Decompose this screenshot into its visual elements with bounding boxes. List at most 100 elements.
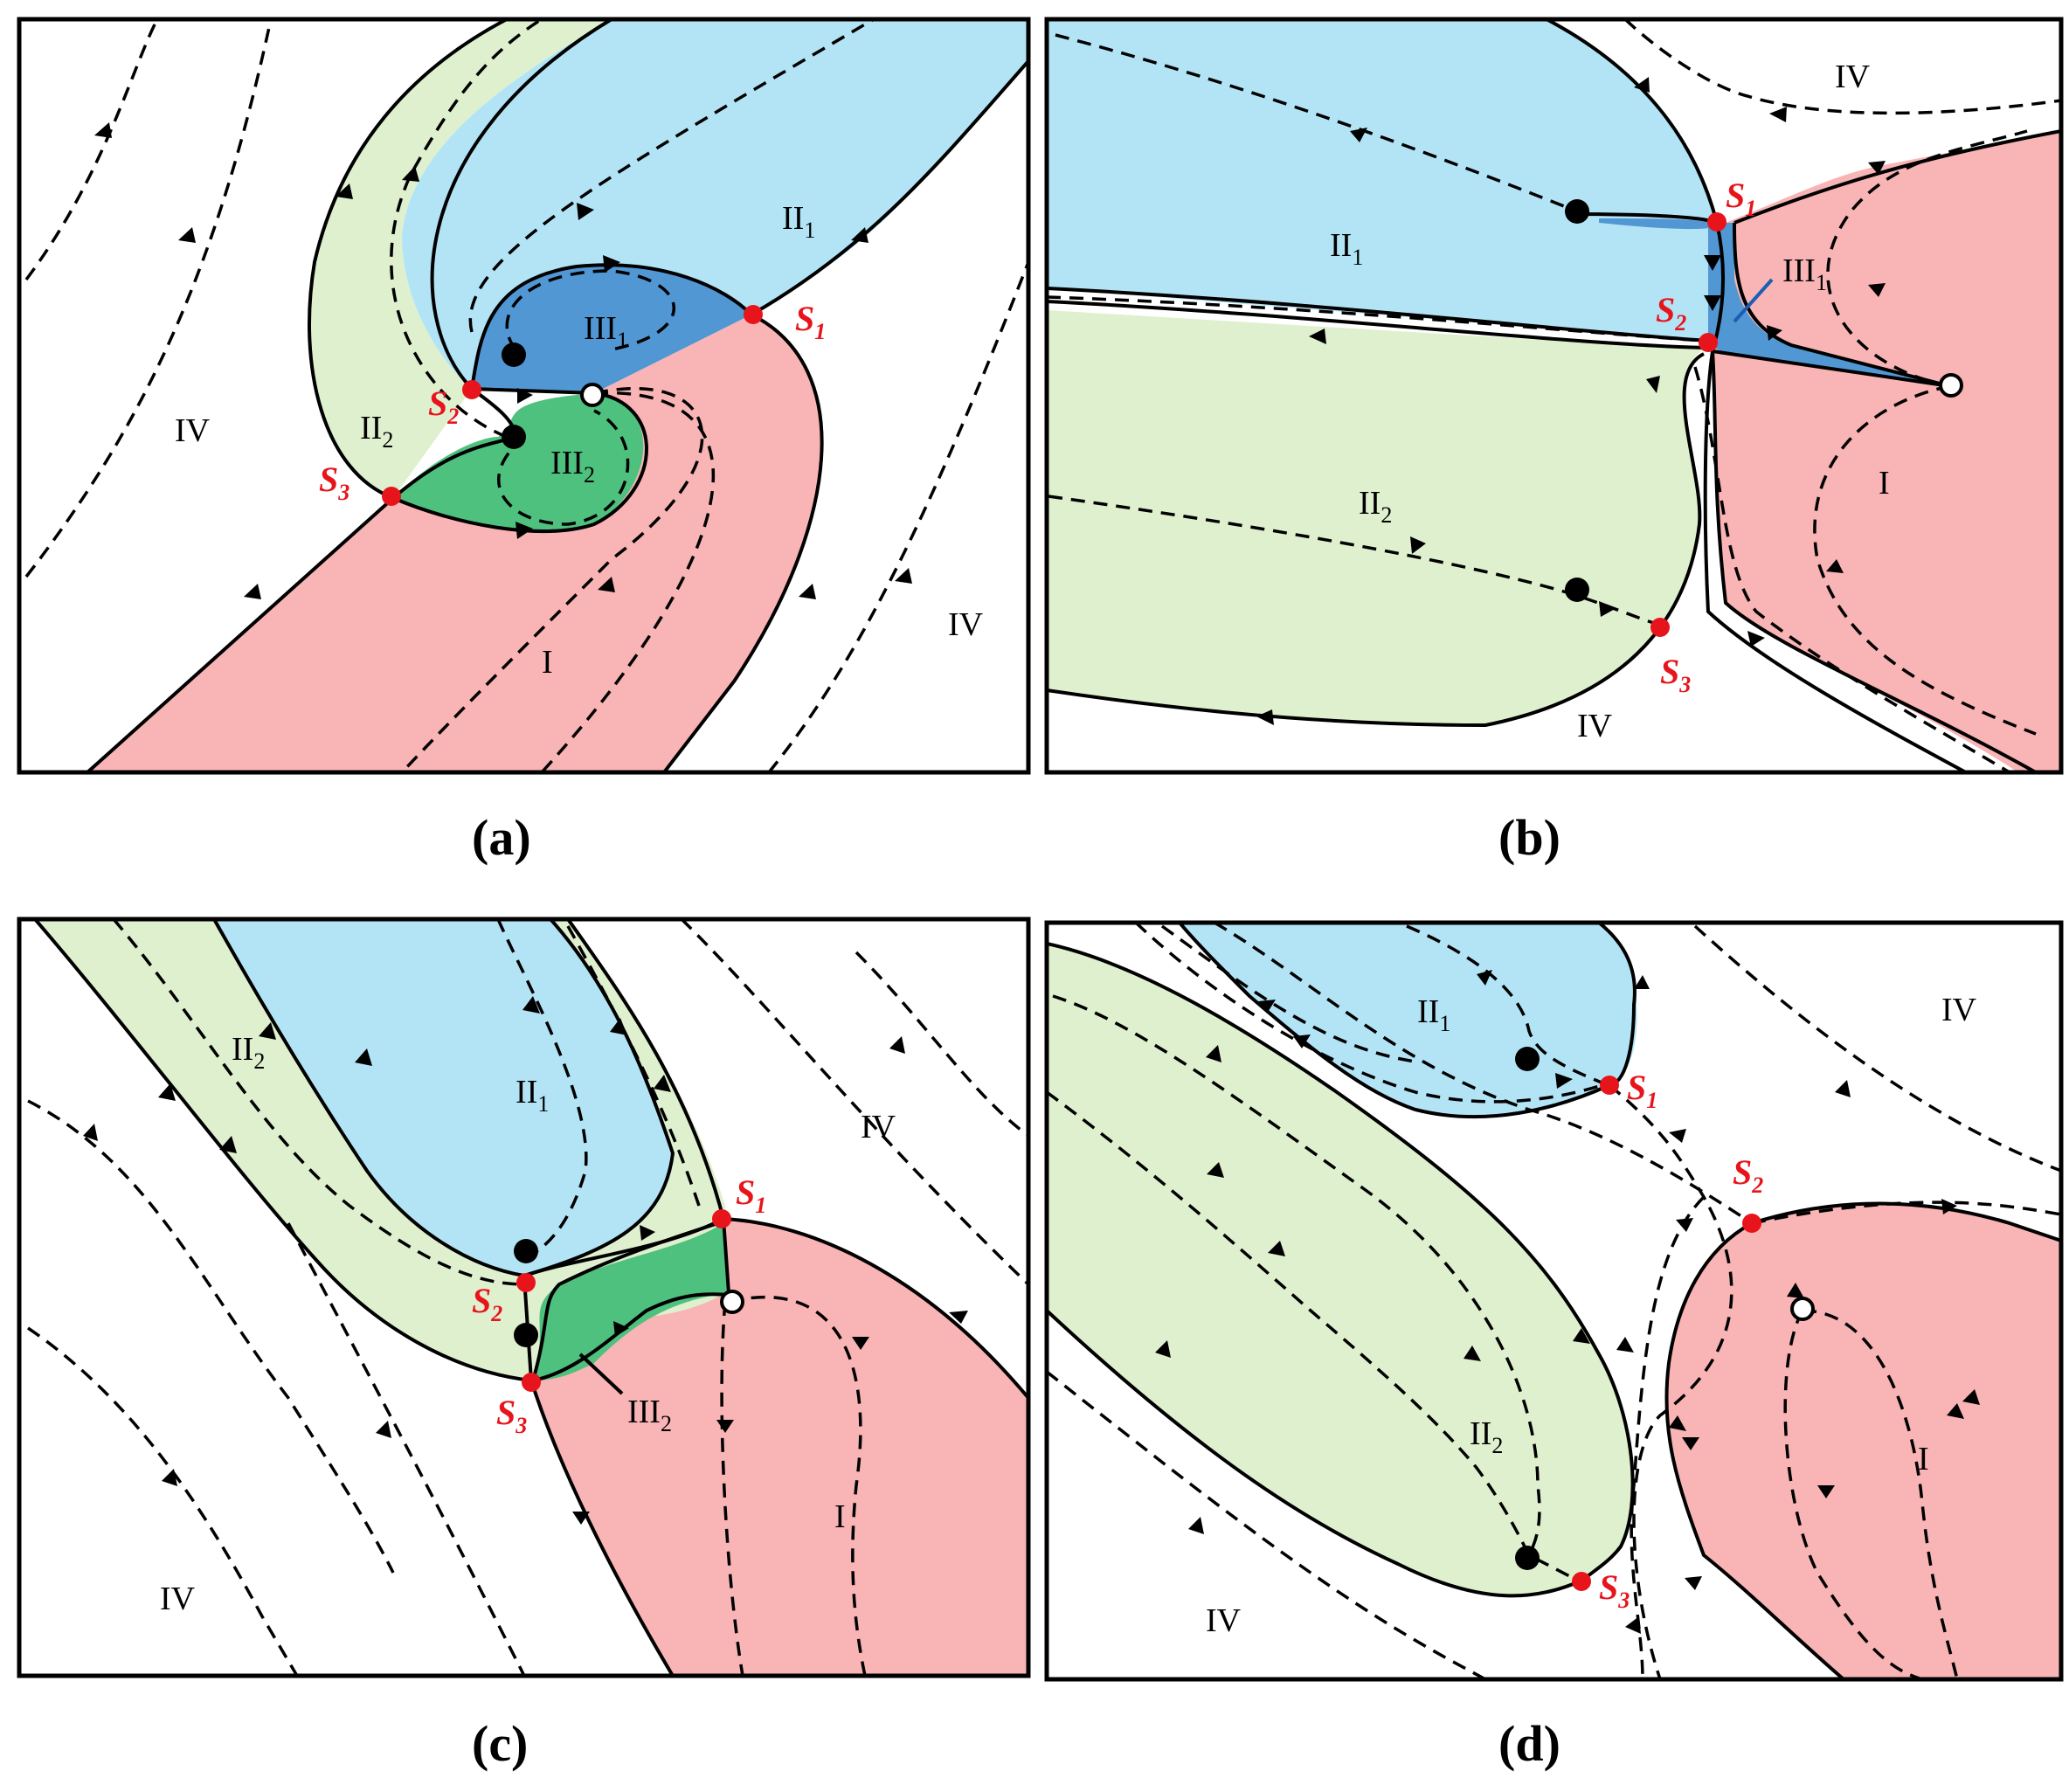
- trajectory: [1134, 923, 1609, 1104]
- trajectory: [24, 19, 273, 578]
- separatrix: [86, 496, 395, 772]
- arrow-icon: [1704, 255, 1721, 271]
- separatrix: [1597, 923, 1637, 1087]
- saddle-label-s1: S1: [795, 299, 826, 344]
- panel-c-frame: [17, 917, 1031, 1678]
- saddle-point-s2: [1699, 333, 1718, 352]
- arrowheads: [83, 996, 968, 1525]
- trajectory: [390, 19, 543, 439]
- saddle-point-s3: [522, 1373, 541, 1392]
- arrow-icon: [1573, 1328, 1590, 1344]
- region-II2-fill: [1047, 944, 1633, 1596]
- arrow-icon: [336, 183, 353, 199]
- region-label-IV-right: IV: [948, 606, 984, 643]
- stable-node-upper: [502, 342, 526, 367]
- arrow-icon: [1555, 1073, 1573, 1089]
- arrowheads: [1155, 970, 1980, 1634]
- region-III2-fill: [393, 393, 644, 532]
- separatrix: [1751, 1201, 2061, 1242]
- saddle-label-s1: S1: [1627, 1068, 1657, 1113]
- panel-d: II1 II2 I IV IV S1 S2 S3 (d): [1044, 920, 2064, 1772]
- trajectory: [505, 269, 675, 351]
- trajectory: [1608, 1083, 1733, 1679]
- separatrix: [1546, 19, 1719, 224]
- region-label-I: I: [1918, 1441, 1929, 1477]
- separatrix: [1047, 300, 1709, 349]
- arrow-icon: [158, 1083, 176, 1101]
- saddle-point-s1: [1707, 212, 1726, 232]
- arrow-icon: [1868, 161, 1886, 175]
- trajectory: [1406, 924, 1609, 1087]
- saddle-label-s1: S1: [736, 1173, 766, 1218]
- arrow-icon: [402, 166, 419, 182]
- trajectory: [1052, 994, 1541, 1556]
- arrow-icon: [577, 203, 594, 220]
- region-label-IV-left: IV: [160, 1581, 196, 1617]
- trajectory: [27, 1099, 395, 1574]
- arrow-icon: [1767, 325, 1782, 341]
- arrow-icon: [949, 1311, 968, 1324]
- separatrix: [723, 1217, 1028, 1400]
- saddle-point-s2: [1742, 1214, 1761, 1233]
- arrow-icon: [1258, 1000, 1276, 1014]
- arrow-icon: [1646, 376, 1660, 393]
- pointer-line-III2: [578, 1353, 624, 1395]
- saddle-label-s2: S2: [428, 384, 459, 429]
- stable-node-upper: [1515, 1047, 1540, 1071]
- region-label-IV-right: IV: [861, 1109, 896, 1145]
- separatrix: [1733, 129, 2061, 225]
- separatrix: [1710, 222, 2037, 772]
- trajectory: [496, 409, 630, 526]
- region-label-II1: II1: [1417, 993, 1450, 1036]
- saddle-label-s3: S3: [319, 460, 349, 505]
- panel-b-frame: [1044, 17, 2064, 775]
- arrowheads: [1256, 77, 1886, 725]
- arrow-icon: [613, 1321, 629, 1337]
- arrow-icon: [1207, 1162, 1224, 1178]
- arrow-icon: [83, 1124, 98, 1141]
- saddle-label-s2: S2: [1656, 290, 1686, 336]
- arrow-icon: [851, 227, 868, 243]
- arrow-icon: [1477, 970, 1492, 986]
- arrow-icon: [1826, 559, 1844, 573]
- panel-a: II1 II2 III1 III2 IV IV I S1 S2 S3 (a): [17, 17, 1031, 866]
- arrow-icon: [259, 1022, 276, 1040]
- separatrix: [1047, 352, 1705, 728]
- arrow-icon: [640, 1225, 655, 1241]
- region-label-I: I: [542, 644, 553, 681]
- arrow-icon: [1747, 631, 1765, 647]
- region-label-IV-top: IV: [1835, 59, 1871, 95]
- saddle-point-s3: [1572, 1572, 1591, 1591]
- arrow-icon: [1669, 1415, 1686, 1431]
- region-label-IV-bottom: IV: [1206, 1602, 1242, 1639]
- arrow-icon: [572, 1512, 590, 1525]
- stable-node-upper: [1565, 199, 1589, 224]
- trajectory: [24, 19, 159, 281]
- arrow-icon: [1868, 283, 1886, 297]
- arrow-icon: [1616, 1337, 1634, 1353]
- separatrix: [566, 919, 725, 1220]
- trajectory: [1160, 924, 1416, 1063]
- region-label-II1: II1: [1330, 227, 1363, 270]
- arrow-icon: [1599, 601, 1616, 617]
- separatrix: [1047, 942, 1635, 1583]
- region-label-IV-left: IV: [175, 412, 211, 449]
- trajectory: [1214, 923, 1753, 1225]
- arrow-icon: [1309, 329, 1326, 344]
- arrow-icon: [603, 255, 620, 273]
- separatrix: [1047, 1309, 1581, 1598]
- trajectory: [680, 919, 1028, 1286]
- trajectory: [400, 386, 704, 772]
- unstable-node: [1790, 1297, 1815, 1321]
- saddle-label-s3: S3: [1660, 652, 1691, 697]
- arrow-icon: [178, 227, 196, 243]
- caption-b: (b): [1498, 809, 1560, 866]
- saddle-label-s2: S2: [1733, 1152, 1763, 1198]
- region-III2-fill: [533, 1223, 727, 1380]
- trajectory: [496, 919, 588, 1260]
- pointer-line-III1: [1733, 278, 1774, 323]
- region-label-II1: II1: [516, 1074, 549, 1117]
- region-label-II2: II2: [232, 1031, 265, 1074]
- arrow-icon: [895, 568, 912, 584]
